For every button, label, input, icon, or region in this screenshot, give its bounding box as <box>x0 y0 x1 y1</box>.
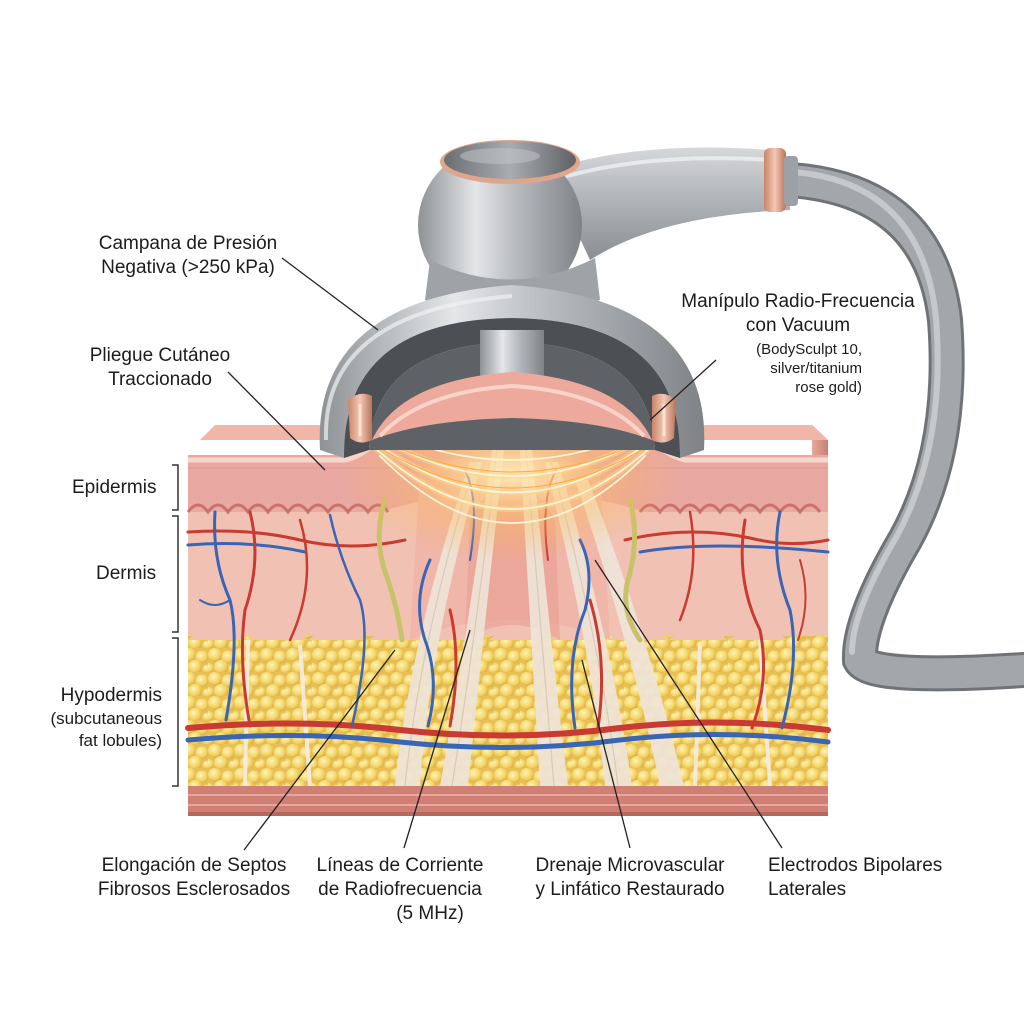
handpiece-handle <box>548 147 790 260</box>
label-pliegue: Pliegue Cutáneo Traccionado <box>89 345 231 390</box>
label-epidermis: Epidermis <box>72 477 157 498</box>
leader-lines <box>227 257 783 851</box>
label-drenaje: Drenaje Microvascular y Linfático Restau… <box>535 855 725 900</box>
label-hypodermis: Hypodermis (subcutaneous fat lobules) <box>50 685 162 750</box>
handpiece-head <box>418 145 582 305</box>
label-manipulo-model: (BodySculpt 10, silver/titanium rose gol… <box>756 341 862 396</box>
layer-brackets <box>172 464 179 787</box>
negative-pressure-bell <box>319 285 705 458</box>
muscle-layer <box>188 786 828 816</box>
bipolar-electrodes <box>348 393 676 443</box>
rose-gold-ring <box>764 148 786 212</box>
label-dermis: Dermis <box>96 563 157 584</box>
label-electrodos: Electrodos Bipolares Laterales <box>768 855 943 900</box>
device-hose <box>772 162 1024 692</box>
label-corriente: Líneas de Corriente de Radiofrecuencia (… <box>316 855 484 924</box>
label-campana: Campana de Presión Negativa (>250 kPa) <box>98 233 278 278</box>
label-septos: Elongación de Septos Fibrosos Esclerosad… <box>97 855 291 900</box>
blood-vessels <box>185 469 831 751</box>
hypodermis-fat <box>188 636 828 786</box>
tractioned-skin-fold <box>372 372 652 440</box>
vacuum-rf-handpiece <box>319 140 798 458</box>
label-manipulo: Manípulo Radio-Frecuencia con Vacuum <box>681 291 915 336</box>
